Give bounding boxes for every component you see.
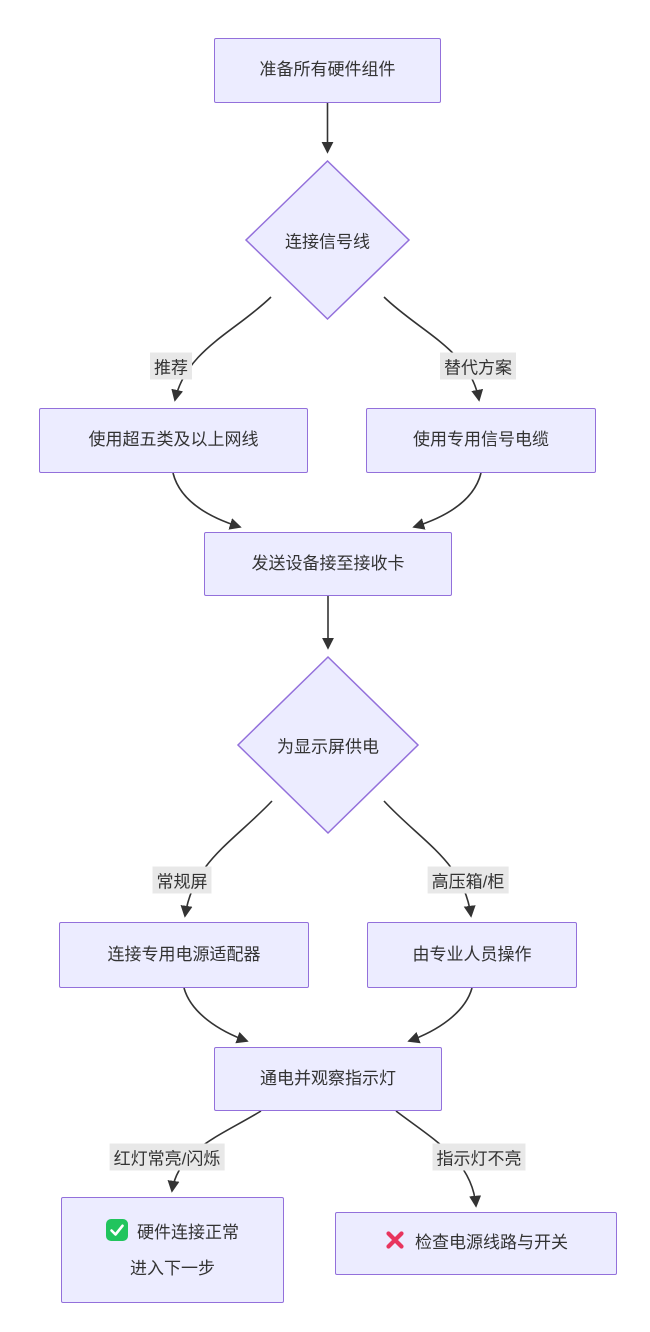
edge-dedicated-to-sender — [412, 472, 482, 530]
edge-label-regular-screen: 常规屏 — [152, 866, 212, 894]
node-power-adapter: 连接专用电源适配器 — [59, 922, 309, 988]
edge-label-hv-cabinet: 高压箱/柜 — [427, 866, 509, 894]
node-failure: 检查电源线路与开关 — [335, 1212, 617, 1275]
node-prepare-hardware: 准备所有硬件组件 — [214, 38, 441, 103]
check-icon — [106, 1218, 128, 1249]
node-sender-to-receiver: 发送设备接至接收卡 — [204, 532, 452, 596]
node-professional-operator: 由专业人员操作 — [367, 922, 577, 988]
edge-label-red-light-on: 红灯常亮/闪烁 — [109, 1143, 225, 1171]
node-success: 硬件连接正常 进入下一步 — [61, 1197, 284, 1303]
node-success-line1: 硬件连接正常 — [137, 1223, 239, 1243]
node-dedicated-cable: 使用专用信号电缆 — [366, 408, 596, 473]
node-power-on-observe: 通电并观察指示灯 — [214, 1047, 442, 1111]
edge-professional-to-poweron — [407, 987, 473, 1044]
edge-connect-to-dedicated — [383, 296, 484, 402]
edge-label-recommended: 推荐 — [150, 352, 192, 380]
node-failure-label: 检查电源线路与开关 — [415, 1233, 568, 1253]
edge-cat5e-to-sender — [172, 472, 242, 530]
cross-icon — [384, 1229, 406, 1259]
edge-adapter-to-poweron — [183, 987, 249, 1044]
node-success-line2: 进入下一步 — [130, 1258, 215, 1278]
edge-power-to-adapter — [180, 800, 273, 918]
decision-power-display-shape — [236, 655, 420, 835]
edge-label-alternative: 替代方案 — [440, 352, 516, 380]
edge-label-light-off: 指示灯不亮 — [432, 1143, 526, 1171]
decision-shapes — [236, 159, 420, 835]
decision-connect-signal-shape — [244, 159, 411, 321]
decision-connect-signal-label: 连接信号线 — [285, 232, 370, 252]
node-cat5e-cable: 使用超五类及以上网线 — [39, 408, 308, 473]
edge-power-to-professional — [383, 800, 476, 918]
edge-connect-to-cat5e — [171, 296, 272, 402]
decision-power-display-label: 为显示屏供电 — [277, 737, 379, 757]
edges — [167, 103, 484, 1208]
